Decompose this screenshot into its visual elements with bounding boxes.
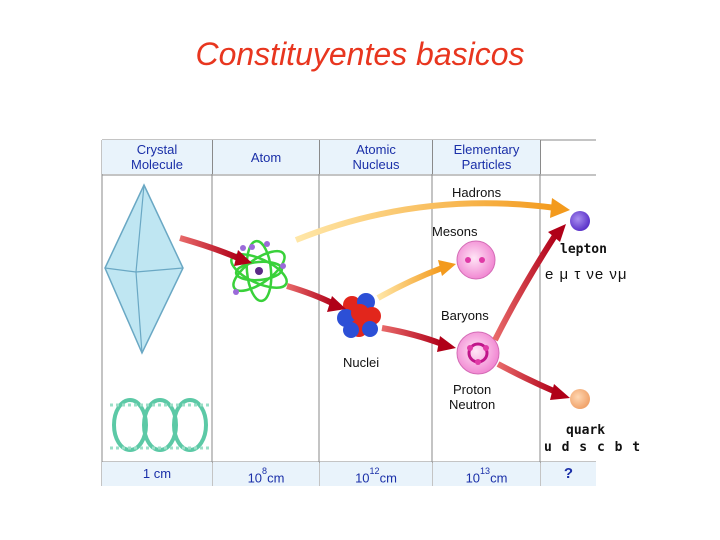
scale-1cm-text: 1 cm	[142, 466, 172, 481]
scale-nucleus: 1012cm	[320, 462, 432, 486]
arrow-atom-to-hadrons-icon	[294, 198, 570, 243]
arrow-crystal-to-atom-icon	[179, 235, 252, 266]
page-title: Constituyentes basicos	[195, 36, 525, 72]
header-atomic-nucleus: Atomic Nucleus	[320, 140, 433, 174]
baryon-icon	[456, 331, 500, 375]
scale-particles-unit: cm	[490, 470, 508, 486]
quark-sphere-icon	[570, 389, 590, 409]
arrow-atom-to-nucleus-icon	[286, 283, 346, 312]
arrow-nucleus-to-meson-icon	[376, 260, 456, 301]
baryons-label: Baryons	[441, 308, 489, 323]
scale-atom-exp: 8	[262, 466, 268, 476]
meson-icon	[456, 240, 496, 280]
scale-atom-base: 10	[247, 470, 263, 486]
scale-nucleus-unit: cm	[379, 470, 397, 486]
scale-unknown: ?	[541, 462, 596, 486]
nuclei-label: Nuclei	[343, 355, 380, 370]
hadrons-label: Hadrons	[452, 185, 502, 200]
scale-atom-unit: cm	[267, 470, 285, 486]
dna-helix-icon	[110, 398, 210, 452]
lepton-sphere-icon	[570, 211, 590, 231]
crystal-icon	[104, 183, 184, 355]
header-atom: Atom	[213, 140, 320, 174]
header-elementary-particles: Elementary Particles	[433, 140, 541, 174]
nucleus-icon	[337, 293, 381, 338]
scale-particles-base: 10	[465, 470, 481, 486]
scale-particles: 1013cm	[433, 462, 540, 486]
scale-unknown-text: ?	[563, 465, 574, 482]
scale-nucleus-base: 10	[355, 470, 370, 486]
mesons-label: Mesons	[432, 224, 478, 239]
arrow-baryon-to-lepton-icon	[492, 224, 566, 342]
nucleus-dot-icon	[255, 267, 263, 275]
scale-1cm: 1 cm	[102, 462, 212, 486]
quark-label: quark	[566, 423, 606, 438]
lepton-label: lepton	[560, 242, 607, 257]
scale-nucleus-exp: 12	[369, 466, 380, 476]
proton-neutron-label: Proton Neutron	[449, 382, 496, 412]
lepton-symbols: e μ τ νe νμ	[545, 266, 628, 283]
arrow-baryon-to-quark-icon	[496, 361, 570, 400]
quark-symbols: u d s c b t	[544, 440, 642, 455]
scale-particles-exp: 13	[480, 466, 491, 476]
header-crystal-molecule: Crystal Molecule	[102, 140, 213, 174]
scale-atom: 108cm	[213, 462, 319, 486]
arrow-nucleus-to-baryon-icon	[381, 325, 456, 352]
electron-icons	[233, 241, 286, 295]
